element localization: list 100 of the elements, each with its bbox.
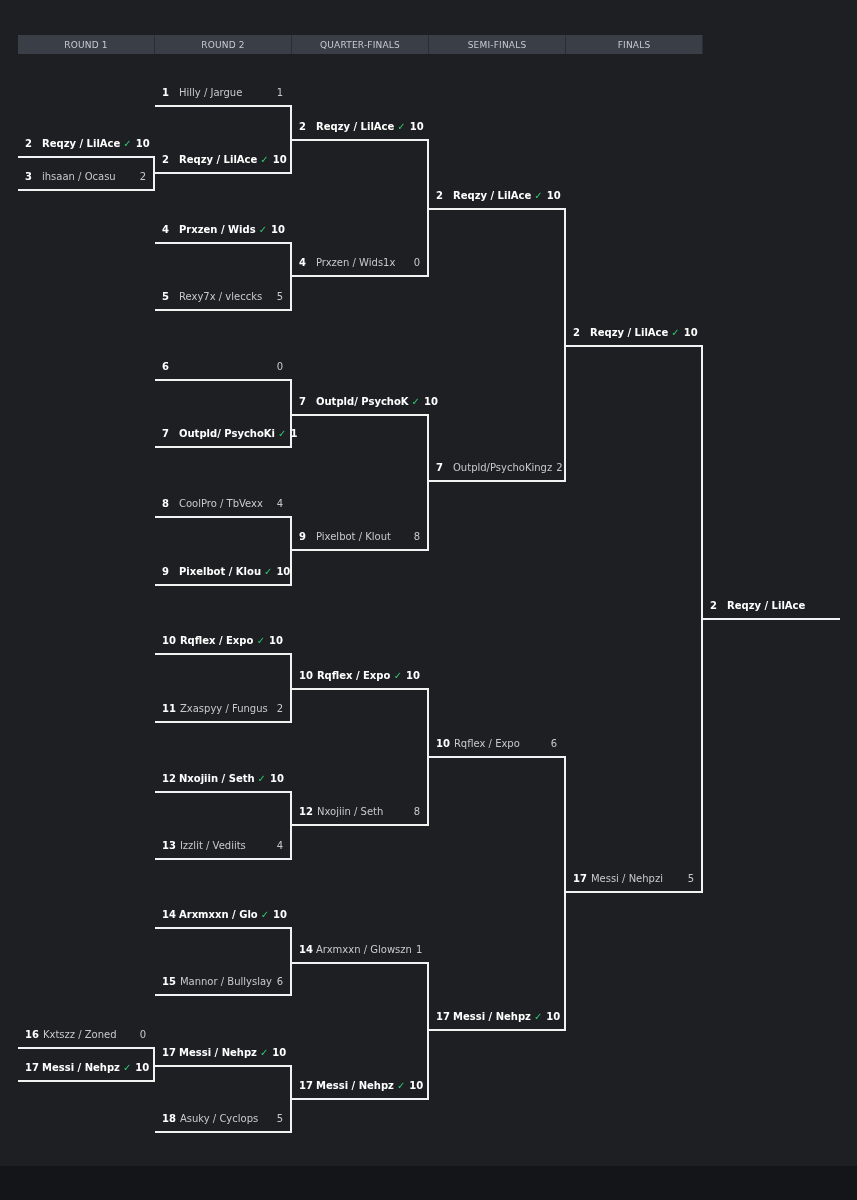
team-name: Reqzy / LilAce — [179, 154, 258, 165]
score: 10 — [409, 1080, 424, 1091]
score: 10 — [270, 773, 284, 784]
team-name: Kxtszz / Zoned — [42, 1029, 117, 1040]
bracket-line — [290, 653, 292, 690]
bracket-line — [564, 345, 566, 482]
team-name: Reqzy / LilAce — [316, 121, 395, 132]
score: 4 — [276, 498, 283, 509]
round-header: QUARTER-FINALS — [292, 35, 429, 54]
team-name: ihsaan / Ocasu — [42, 171, 116, 182]
bracket-line — [153, 1047, 155, 1067]
round-header: ROUND 2 — [155, 35, 292, 54]
seed-number: 2 — [299, 121, 307, 132]
round-header: SEMI-FINALS — [429, 35, 566, 54]
check-mark: ✓ — [396, 1080, 406, 1091]
bracket-line — [290, 105, 292, 141]
seed-number: 17 — [162, 1047, 175, 1058]
bracket-line — [290, 927, 292, 964]
seed-number: 12 — [299, 806, 313, 817]
seed-number: 2 — [436, 190, 444, 201]
bracket-line — [290, 824, 292, 860]
bracket-line — [427, 688, 429, 758]
check-mark: ✓ — [260, 154, 269, 165]
score: 8 — [413, 806, 420, 817]
check-mark: ✓ — [671, 327, 680, 338]
check-mark: ✓ — [256, 635, 266, 646]
seed-number: 2 — [162, 154, 170, 165]
bracket-line — [290, 1098, 292, 1133]
bracket-line — [701, 618, 703, 893]
team-name: Rqflex / Expo — [179, 635, 254, 646]
team-name: Messi / Nehpz — [316, 1080, 394, 1091]
seed-number: 4 — [162, 224, 170, 235]
seed-number: 17 — [299, 1080, 312, 1091]
bracket-line — [427, 414, 429, 482]
score: 10 — [272, 154, 287, 165]
team-name: Pixelbot / Klout — [316, 531, 391, 542]
round-header: ROUND 1 — [18, 35, 155, 54]
team-name: Arxmxxn / Glo — [179, 909, 258, 920]
team-name: Prxzen / Wids — [179, 224, 256, 235]
score: 10 — [409, 121, 424, 132]
seed-number: 7 — [436, 462, 444, 473]
round-header: FINALS — [566, 35, 703, 54]
seed-number: 12 — [162, 773, 175, 784]
team-name: Messi / Nehpzi — [590, 873, 663, 884]
seed-number: 2 — [573, 327, 581, 338]
check-mark: ✓ — [411, 396, 420, 407]
score: 0 — [276, 361, 283, 372]
bracket-line — [701, 345, 703, 620]
seed-number: 10 — [299, 670, 313, 681]
seed-number: 14 — [299, 944, 312, 955]
score: 6 — [276, 976, 283, 987]
team-name: Izzlit / Vediits — [179, 840, 246, 851]
score: 10 — [276, 566, 291, 577]
check-mark: ✓ — [397, 121, 406, 132]
bracket-line — [290, 688, 292, 723]
seed-number: 17 — [573, 873, 587, 884]
bracket-line — [564, 208, 566, 347]
team-name: Reqzy / LilAce — [727, 600, 806, 611]
team-name: Prxzen / Wids1x — [316, 257, 396, 268]
score: 10 — [273, 909, 287, 920]
check-mark: ✓ — [259, 1047, 269, 1058]
score: 10 — [272, 1047, 287, 1058]
team-name: Mannor / Bullyslay — [179, 976, 273, 987]
seed-number: 9 — [162, 566, 170, 577]
check-mark: ✓ — [122, 1062, 132, 1073]
seed-number: 2 — [710, 600, 718, 611]
team-name: Messi / Nehpz — [42, 1062, 120, 1073]
score: 2 — [139, 171, 146, 182]
bracket-line — [290, 791, 292, 826]
team-name: Outpld/PsychoKingz — [453, 462, 553, 473]
check-mark: ✓ — [258, 224, 267, 235]
team-name: Reqzy / LilAce — [42, 138, 121, 149]
check-mark: ✓ — [534, 190, 543, 201]
bracket-line — [427, 962, 429, 1031]
score: 10 — [135, 138, 150, 149]
team-name: Asuky / Cyclops — [179, 1113, 259, 1124]
check-mark: ✓ — [533, 1011, 543, 1022]
seed-number: 13 — [162, 840, 176, 851]
team-name: Zxaspyy / Fungus — [179, 703, 268, 714]
bracket-line — [427, 139, 429, 210]
seed-number: 4 — [299, 257, 307, 268]
team-name: Outpld/ PsychoKi — [179, 428, 275, 439]
seed-number: 7 — [162, 428, 170, 439]
score: 10 — [135, 1062, 150, 1073]
score: 0 — [413, 257, 420, 268]
check-mark: ✓ — [123, 138, 132, 149]
bracket-line — [427, 208, 429, 277]
bracket-line — [290, 275, 292, 311]
check-mark: ✓ — [278, 428, 287, 439]
score: 1 — [415, 944, 423, 955]
score: 8 — [413, 531, 420, 542]
seed-number: 6 — [162, 361, 170, 372]
team-name: Pixelbot / Klou — [179, 566, 261, 577]
score: 10 — [546, 190, 561, 201]
team-name: Messi / Nehpz — [179, 1047, 257, 1058]
bracket-line — [153, 156, 155, 174]
score: 10 — [546, 1011, 561, 1022]
seed-number: 18 — [162, 1113, 176, 1124]
seed-number: 14 — [162, 909, 175, 920]
score: 10 — [271, 224, 285, 235]
